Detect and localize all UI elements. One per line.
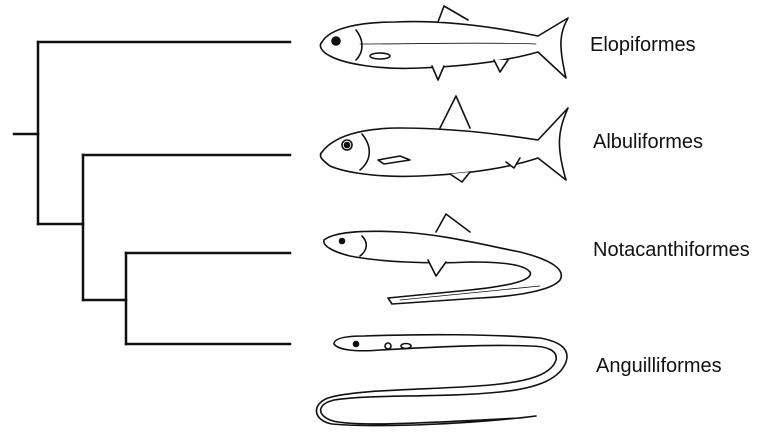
elopiform-fish-icon — [320, 6, 568, 80]
taxon-label-notacanthiformes: Notacanthiformes — [593, 240, 750, 260]
taxon-label-anguilliformes: Anguilliformes — [596, 356, 722, 376]
albuliform-fish-icon — [320, 96, 568, 182]
eel-icon — [316, 335, 567, 426]
notacanthiform-fish-icon — [324, 214, 562, 304]
taxon-label-albuliformes: Albuliformes — [593, 132, 703, 152]
taxon-label-elopiformes: Elopiformes — [590, 35, 696, 55]
